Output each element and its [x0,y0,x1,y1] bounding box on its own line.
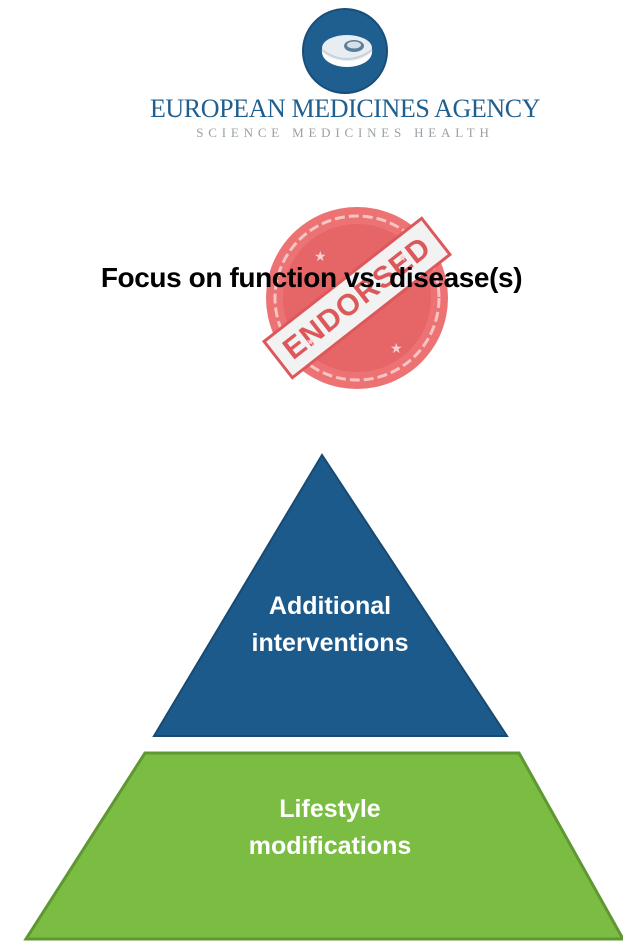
base-tier-line-2: modifications [248,832,412,860]
pyramid-top-tier [152,453,509,737]
pyramid-base-tier [23,751,623,941]
ema-logo-icon [302,8,388,94]
top-tier-label: Additional interventions [200,588,460,662]
svg-text:★: ★ [398,253,407,264]
svg-text:★: ★ [314,248,327,264]
page-title: Focus on function vs. disease(s) [100,262,523,293]
agency-tagline: SCIENCE MEDICINES HEALTH [196,125,494,140]
endorsed-stamp-icon: ENDORSED ★ ★ ★ ★ [262,207,452,389]
top-tier-line-2: interventions [251,629,409,657]
svg-text:★: ★ [306,337,315,348]
agency-name: EUROPEAN MEDICINES AGENCY [149,94,541,123]
base-tier-line-1: Lifestyle [279,795,381,823]
top-tier-line-1: Additional [268,592,392,620]
base-tier-label: Lifestyle modifications [200,791,460,865]
pyramid-diagram [23,453,623,941]
svg-text:★: ★ [390,340,403,356]
